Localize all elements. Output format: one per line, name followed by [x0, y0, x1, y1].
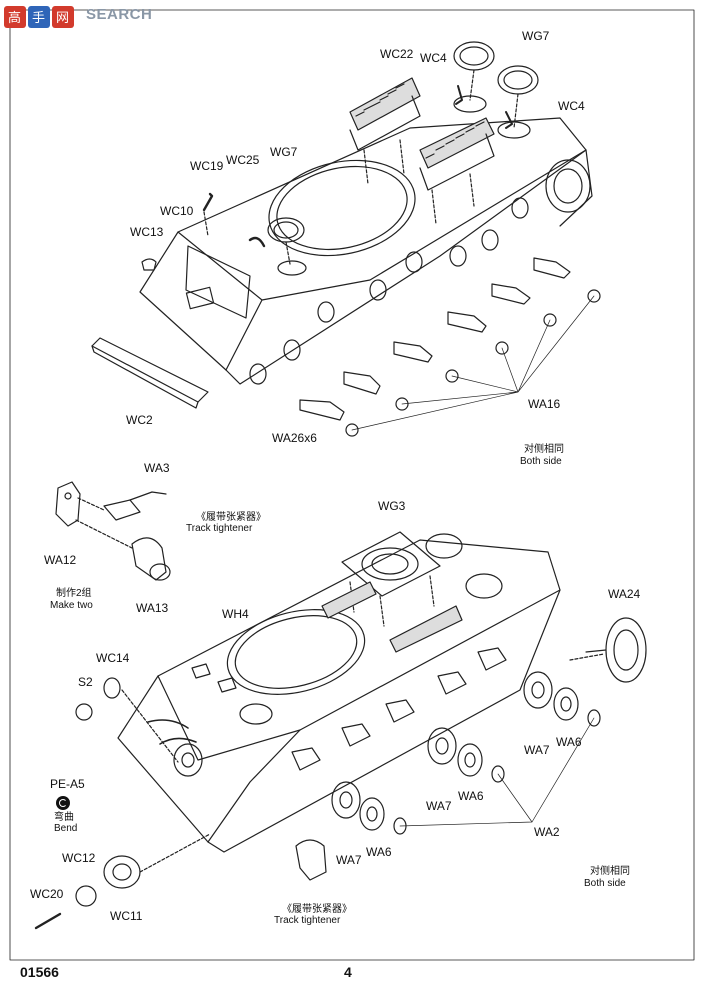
- label-wc10: WC10: [160, 204, 194, 218]
- both-side-note-cn-2: 对侧相同: [590, 866, 630, 877]
- page-number: 4: [344, 964, 352, 980]
- sprocket-wa24: [605, 617, 647, 683]
- label-wa7-low: WA7: [336, 853, 362, 867]
- hobbysearch-logo-icon: 高 手 网: [4, 6, 74, 28]
- label-wg7-mid: WG7: [270, 145, 298, 159]
- label-wc12: WC12: [62, 851, 96, 865]
- part-wc11: [103, 855, 141, 889]
- bend-note-en: Bend: [54, 823, 78, 834]
- label-wh4: WH4: [222, 607, 249, 621]
- label-wc11: WC11: [110, 909, 143, 923]
- part-wh4-a: [191, 663, 211, 679]
- headlamp-wc13: [141, 258, 157, 271]
- track-tightener-en-1: Track tightener: [186, 523, 253, 534]
- bend-note-cn: 弯曲: [54, 812, 74, 823]
- watermark-search-text: SEARCH: [86, 6, 153, 23]
- part-wc12: [75, 885, 97, 907]
- page-frame: [9, 9, 695, 961]
- label-wg7-top: WG7: [522, 29, 550, 43]
- part-wh4-b: [217, 677, 237, 693]
- label-wc4-right: WC4: [558, 99, 585, 113]
- label-wc22: WC22: [380, 47, 414, 61]
- engine-grille-wc22-b: [419, 117, 495, 191]
- label-wc13: WC13: [130, 225, 164, 239]
- label-wc14: WC14: [96, 651, 130, 665]
- label-s2: S2: [78, 675, 93, 689]
- bend-icon: [56, 796, 70, 810]
- engine-grille-wc22: [349, 77, 421, 151]
- both-side-note-en-2: Both side: [584, 878, 626, 889]
- label-wa12: WA12: [44, 553, 77, 567]
- label-wc2: WC2: [126, 413, 153, 427]
- label-wg3: WG3: [378, 499, 406, 513]
- label-wa2: WA2: [534, 825, 560, 839]
- label-wa16: WA16: [528, 397, 561, 411]
- label-wc4-top: WC4: [420, 51, 447, 65]
- svg-text:手: 手: [32, 11, 45, 26]
- label-pe-a5: PE-A5: [50, 777, 85, 791]
- label-wc19: WC19: [190, 159, 224, 173]
- label-wa26x6: WA26x6: [272, 431, 317, 445]
- suspension-arms-upper: [299, 257, 571, 421]
- label-wa6-mid: WA6: [458, 789, 484, 803]
- part-wc20: [34, 912, 62, 930]
- label-wa13: WA13: [136, 601, 169, 615]
- track-tightener-en-2: Track tightener: [274, 915, 341, 926]
- label-wa3: WA3: [144, 461, 170, 475]
- track-tightener-drawing: [55, 481, 171, 581]
- label-wc25: WC25: [226, 153, 260, 167]
- make-two-en: Make two: [50, 600, 93, 611]
- both-side-note-cn-1: 对侧相同: [524, 444, 564, 455]
- road-wheels-lower: [331, 671, 601, 835]
- label-wa7-right: WA7: [524, 743, 550, 757]
- hull-lower-drawing: [34, 531, 647, 930]
- label-wa24: WA24: [608, 587, 641, 601]
- both-side-note-en-1: Both side: [520, 456, 562, 467]
- make-two-cn: 制作2组: [56, 588, 92, 599]
- label-wa6-right: WA6: [556, 735, 582, 749]
- part-s2: [75, 703, 93, 721]
- front-plate-wc2: [91, 337, 209, 403]
- svg-text:网: 网: [56, 11, 69, 26]
- label-wa7-mid: WA7: [426, 799, 452, 813]
- label-wa6-low: WA6: [366, 845, 392, 859]
- track-tightener-cn-2: 《履带张紧器》: [282, 904, 352, 915]
- track-tightener-cn-1: 《履带张紧器》: [196, 512, 266, 523]
- plate-wg3: [341, 531, 441, 597]
- kit-number: 01566: [20, 964, 59, 980]
- hull-upper-drawing: [91, 41, 601, 437]
- label-wc20: WC20: [30, 887, 64, 901]
- road-wheel-hubs-upper: [345, 289, 601, 437]
- svg-text:高: 高: [8, 10, 21, 26]
